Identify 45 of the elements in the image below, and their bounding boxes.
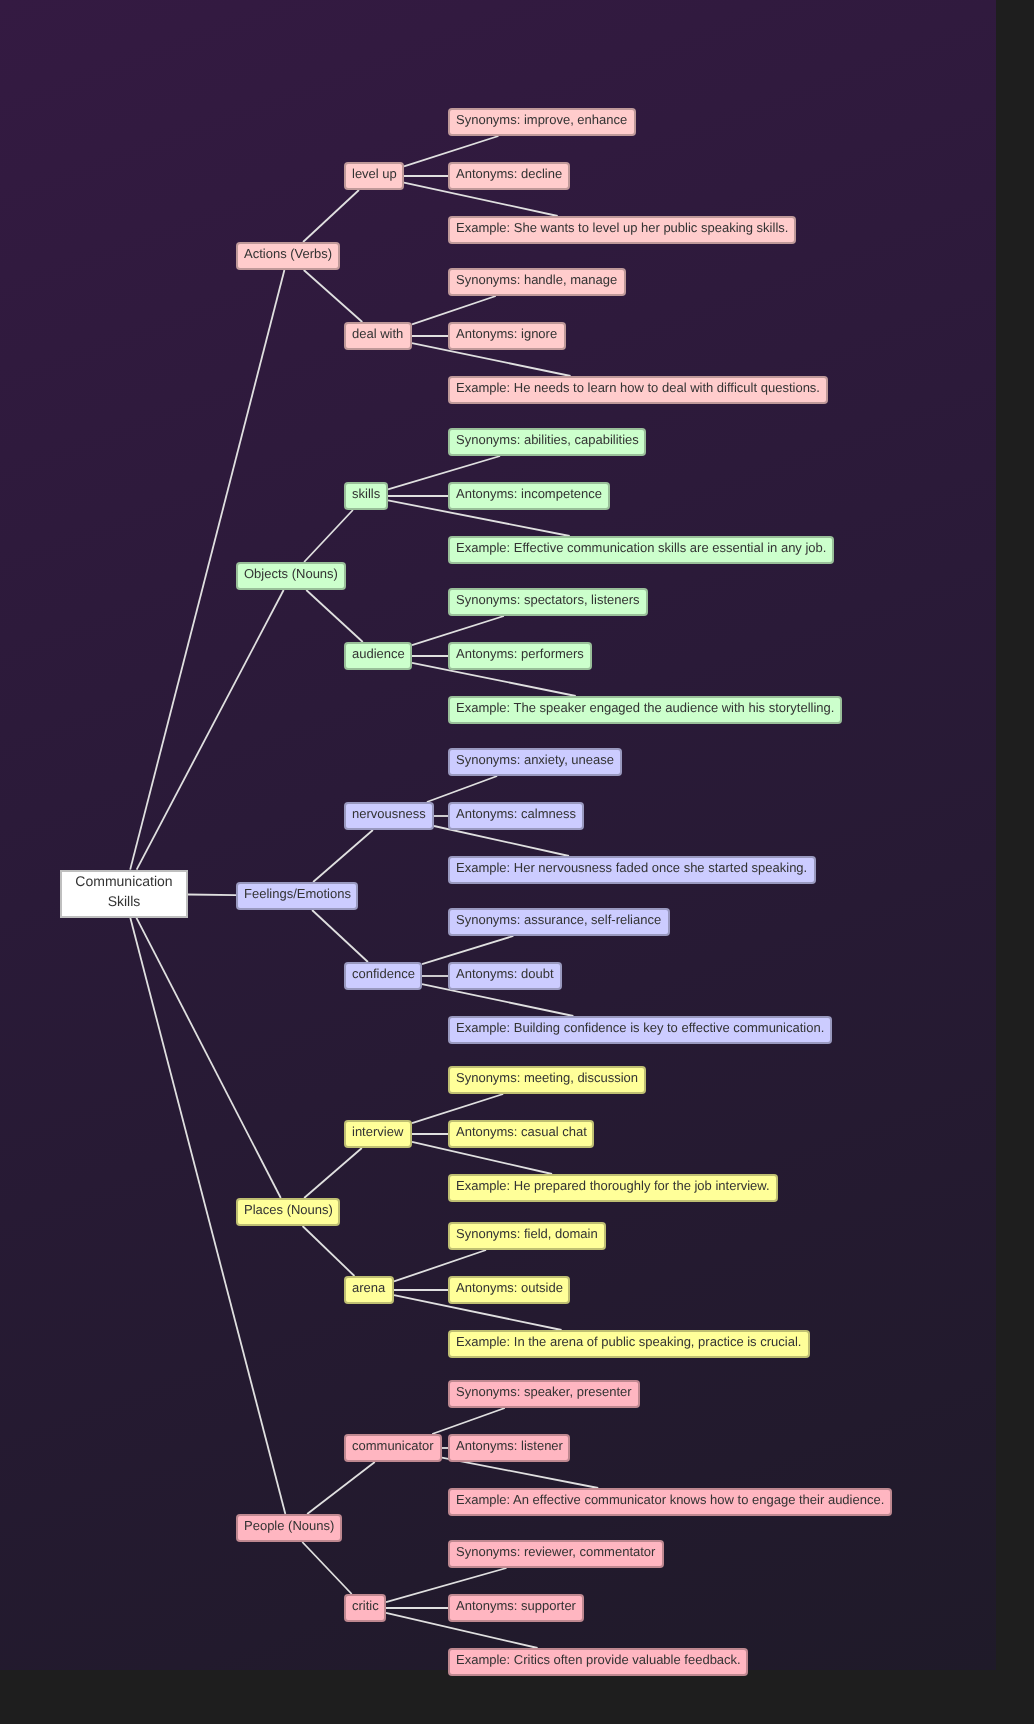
connector-line bbox=[312, 829, 374, 883]
connector-line bbox=[411, 1140, 553, 1175]
connector-line bbox=[385, 1611, 539, 1649]
connector-line bbox=[403, 181, 559, 217]
connector-line bbox=[393, 1289, 449, 1291]
connector-line bbox=[441, 1447, 449, 1449]
connector-line bbox=[403, 135, 500, 168]
connector-line bbox=[411, 295, 497, 326]
connector-line bbox=[425, 775, 499, 803]
connector-line bbox=[393, 1249, 487, 1283]
connector-line bbox=[411, 342, 572, 377]
connector-line bbox=[305, 589, 364, 643]
connector-line bbox=[301, 1541, 353, 1595]
connector-line bbox=[411, 615, 505, 647]
connector-line bbox=[129, 916, 287, 1515]
connector-line bbox=[302, 269, 364, 323]
connector-line bbox=[431, 1407, 506, 1435]
connector-line bbox=[306, 1461, 376, 1515]
connector-line bbox=[385, 1567, 508, 1603]
connector-line bbox=[411, 1133, 449, 1135]
connector-line bbox=[403, 175, 449, 177]
connector-line bbox=[411, 1093, 505, 1125]
connector-line bbox=[311, 909, 369, 963]
connector-line bbox=[301, 1225, 356, 1277]
connector-line bbox=[387, 455, 501, 491]
connector-line bbox=[302, 189, 360, 243]
connector-line bbox=[135, 916, 282, 1199]
connector-line bbox=[303, 509, 354, 563]
connector-line bbox=[411, 655, 449, 657]
connector-line bbox=[441, 1456, 600, 1489]
connector-line bbox=[387, 499, 571, 537]
connector-line bbox=[421, 975, 449, 977]
connector-line bbox=[393, 1294, 563, 1331]
connector-line bbox=[421, 935, 515, 965]
connector-line bbox=[187, 893, 237, 897]
connector-line bbox=[411, 662, 577, 697]
connector-line bbox=[129, 269, 286, 871]
connector-line bbox=[411, 335, 449, 337]
connector-line bbox=[135, 589, 285, 871]
connector-line bbox=[385, 1607, 449, 1609]
connector-line bbox=[303, 1147, 363, 1199]
connector-line bbox=[421, 983, 575, 1017]
connector-line bbox=[433, 815, 449, 817]
connector-line bbox=[433, 825, 570, 857]
connector-line bbox=[387, 495, 449, 497]
